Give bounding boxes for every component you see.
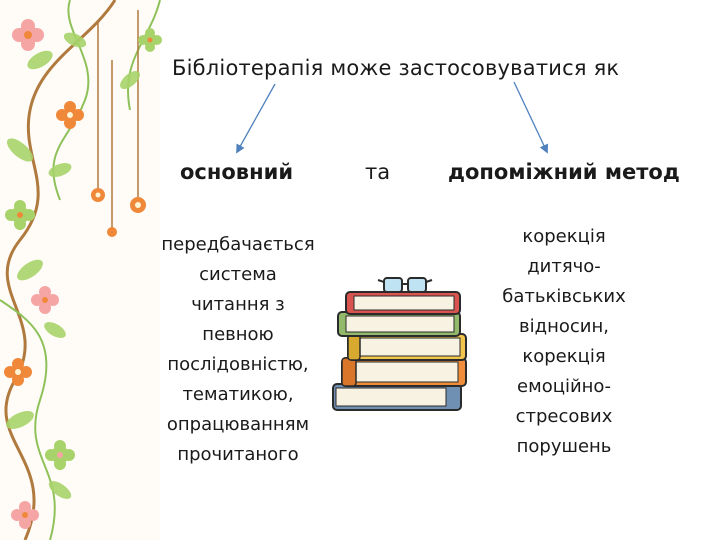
auxiliary-method-description: корекція дитячо- батьківських відносин, … (502, 226, 626, 457)
glasses-icon (377, 277, 433, 293)
conjunction-label: та (365, 160, 391, 184)
main-method-description: передбачається система читання з певною … (161, 234, 315, 465)
main-method-label: основний (180, 160, 294, 184)
books-stack-icon (332, 277, 467, 411)
auxiliary-method-label: допоміжний метод (448, 160, 680, 184)
slide-title: Бібліотерапія може застосовуватися як (172, 56, 620, 80)
